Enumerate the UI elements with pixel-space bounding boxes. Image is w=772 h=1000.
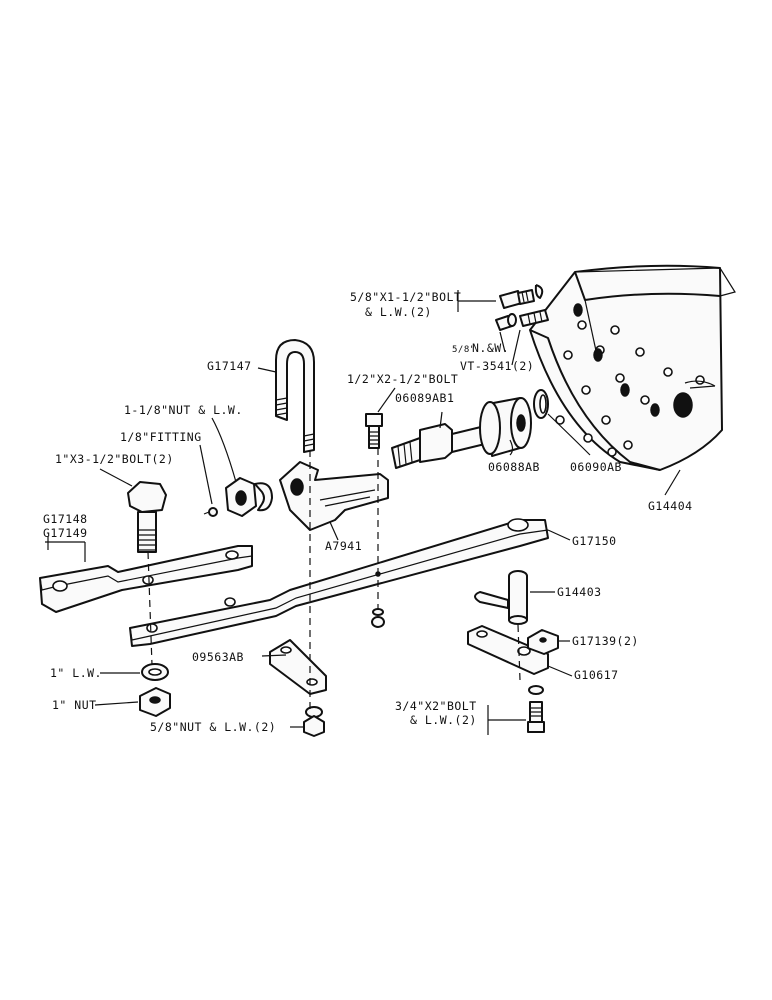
label-nut-1: 1" NUT [52, 698, 97, 712]
bracket-a7941 [279, 461, 389, 531]
label-bolt-half: 1/2"X2-1/2"BOLT [347, 372, 458, 386]
label-lw-1: 1" L.W. [50, 666, 102, 680]
ring-06090ab [533, 389, 549, 419]
label-bolt-3-4-lw: & L.W.(2) [410, 713, 477, 727]
assembly-line [147, 551, 153, 666]
nut-5-8-and-lockwasher [303, 706, 325, 737]
label-bolt-1: 1"X3-1/2"BOLT(2) [55, 452, 174, 466]
leader-lines [45, 290, 681, 735]
small-nut-center [371, 608, 385, 628]
bolt-3-4-inch [527, 685, 545, 733]
part-labels: 5/8"X1-1/2"BOLT & L.W.(2) 5/8" N.&W. VT-… [43, 290, 693, 734]
label-g17147: G17147 [207, 359, 252, 373]
label-nut-1-1-8: 1-1/8"NUT & L.W. [124, 403, 243, 417]
label-a7941: A7941 [325, 539, 362, 553]
label-g17150: G17150 [572, 534, 617, 548]
label-bolt-5-8: 5/8"X1-1/2"BOLT [350, 290, 461, 304]
label-g17149: G17149 [43, 526, 88, 540]
label-g14403: G14403 [557, 585, 602, 599]
label-g14404: G14404 [648, 499, 693, 513]
assembly-line [517, 624, 521, 681]
label-g17148: G17148 [43, 512, 88, 526]
label-06089ab1: 06089AB1 [395, 391, 454, 405]
grease-fitting [203, 507, 218, 517]
label-06088ab: 06088AB [488, 460, 540, 474]
plate-g10617 [467, 625, 549, 675]
label-bolt-5-8-lw: & L.W.(2) [365, 305, 432, 319]
u-bolt-g17147 [275, 339, 315, 453]
hitch-pin-g14403 [474, 570, 528, 625]
label-g10617: G10617 [574, 668, 619, 682]
link-bar-g17148 [39, 545, 253, 613]
drawbar-g17150 [129, 518, 549, 647]
label-nw: N.&W. [472, 341, 509, 355]
bolt-1-inch [127, 481, 167, 553]
label-09563ab: 09563AB [192, 650, 244, 664]
label-vt-3541: VT-3541(2) [460, 359, 534, 373]
pivot-shaft-06089ab1 [391, 423, 490, 469]
label-bolt-3-4: 3/4"X2"BOLT [395, 699, 477, 713]
bolt-5-8-assembly [495, 284, 549, 331]
nut-1-inch [139, 687, 171, 717]
counterweight-bracket-g14404 [529, 264, 736, 471]
label-nw-fraction: 5/8" [452, 345, 476, 355]
nut-1-1-8-and-lockwasher [225, 477, 273, 517]
label-nut-5-8: 5/8"NUT & L.W.(2) [150, 720, 276, 734]
plate-09563ab [269, 639, 327, 695]
label-fitting: 1/8"FITTING [120, 430, 202, 444]
block-g17139 [527, 629, 559, 655]
label-g17139: G17139(2) [572, 634, 639, 648]
lockwasher-1-inch [141, 663, 169, 681]
bolt-half-inch [365, 413, 383, 449]
label-06090ab: 06090AB [570, 460, 622, 474]
sleeve-06088ab [479, 397, 532, 457]
